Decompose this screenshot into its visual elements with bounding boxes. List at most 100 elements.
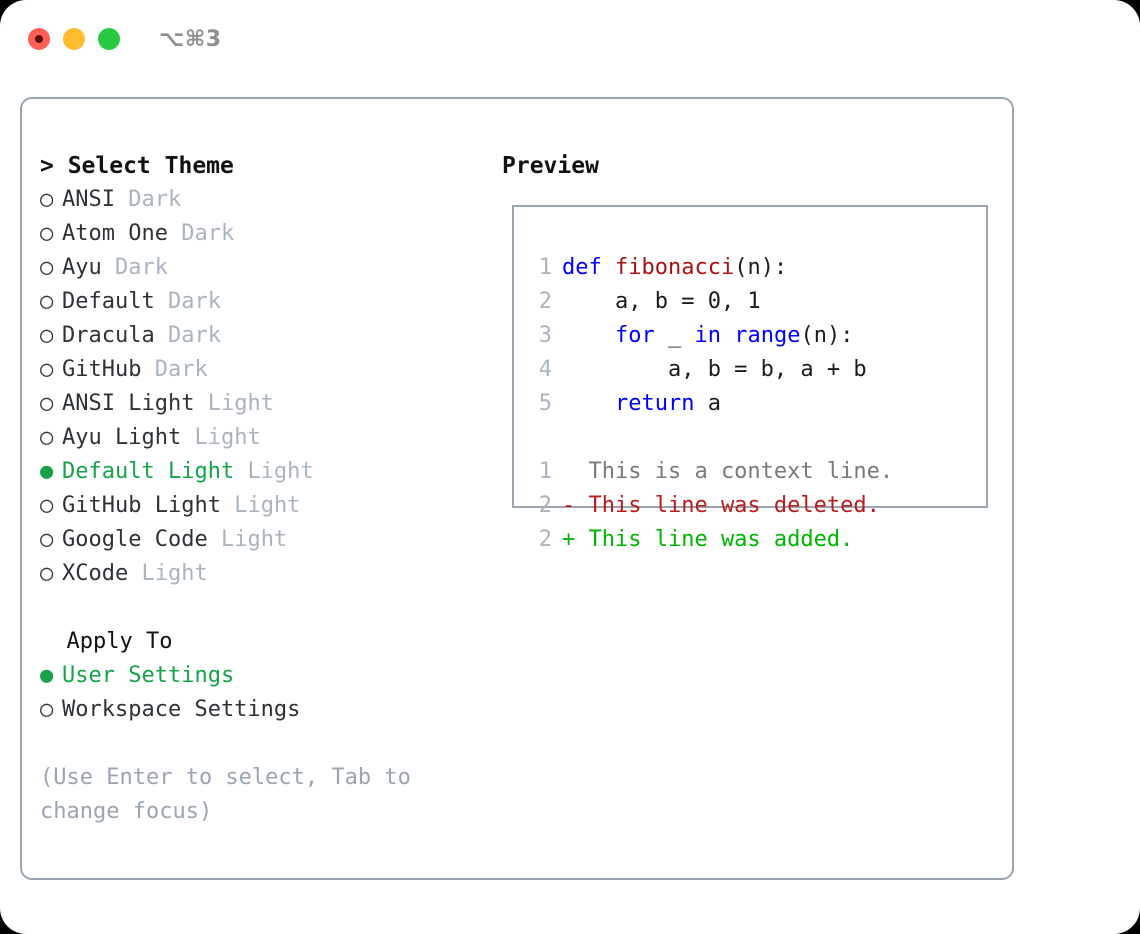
title-bar: ⌥⌘3	[0, 0, 1140, 78]
theme-option-ayu-light[interactable]: ○ Ayu Light Light	[40, 421, 490, 455]
code-token	[721, 323, 734, 348]
radio-unselected-icon: ○	[40, 425, 54, 450]
code-line: 2 a, b = 0, 1	[526, 285, 893, 319]
apply-to-heading: Apply To	[40, 629, 173, 654]
theme-option-dracula[interactable]: ○ Dracula Dark	[40, 319, 490, 353]
window-controls	[28, 28, 120, 50]
radio-unselected-icon: ○	[40, 561, 54, 586]
theme-mode-badge: Dark	[167, 323, 221, 348]
line-number: 3	[538, 323, 552, 348]
theme-mode-badge: Light	[234, 493, 301, 518]
radio-unselected-icon: ○	[40, 391, 54, 416]
theme-option-default[interactable]: ○Default Dark	[40, 285, 490, 319]
preview-heading: Preview	[502, 153, 599, 179]
theme-mode-badge: Light	[207, 391, 274, 416]
theme-name: Default	[62, 289, 155, 314]
minimize-window-button[interactable]	[63, 28, 85, 50]
code-token: def	[562, 255, 615, 280]
theme-option-default-light[interactable]: ● Default Light Light	[40, 455, 490, 489]
code-token: range	[734, 323, 801, 348]
code-token: return	[614, 391, 695, 416]
theme-name: Google Code	[62, 527, 208, 552]
close-window-button[interactable]	[28, 28, 50, 50]
diff-line: 2+ This line was added.	[526, 523, 893, 557]
theme-option-xcode[interactable]: ○ XCode Light	[40, 557, 490, 591]
theme-mode-badge: Dark	[181, 221, 235, 246]
theme-option-ansi[interactable]: ○ ANSI Dark	[40, 183, 490, 217]
line-number: 1	[538, 255, 552, 280]
theme-name: XCode	[62, 561, 129, 586]
diff-line: 1 This is a context line.	[526, 455, 893, 489]
theme-mode-badge: Light	[247, 459, 314, 484]
radio-unselected-icon: ○	[40, 323, 54, 348]
theme-option-github[interactable]: ○ GitHub Dark	[40, 353, 490, 387]
theme-mode-badge: Light	[220, 527, 288, 552]
line-number: 4	[538, 357, 552, 382]
apply-to-label: User Settings	[62, 663, 235, 688]
apply-to-list[interactable]: ● User Settings ○ Workspace Settings	[40, 659, 490, 727]
theme-option-atom-one[interactable]: ○Atom One Dark	[40, 217, 490, 251]
code-line: 4 a, b = b, a + b	[526, 353, 893, 387]
theme-mode-badge: Dark	[115, 255, 168, 280]
radio-unselected-icon: ○	[40, 187, 54, 212]
code-line: 1 def fibonacci(n):	[526, 251, 893, 285]
code-token: a, b = 0, 1	[562, 289, 761, 314]
select-theme-heading: > Select Theme	[40, 153, 234, 179]
theme-mode-badge: Light	[194, 425, 261, 450]
theme-name: GitHub	[62, 357, 142, 382]
theme-name: Atom One	[62, 221, 168, 246]
code-token	[562, 323, 615, 348]
keyboard-shortcut-label: ⌥⌘3	[159, 26, 222, 52]
radio-unselected-icon: ○	[40, 527, 54, 552]
radio-unselected-icon: ○	[40, 289, 54, 314]
code-token: a, b = b, a + b	[562, 357, 867, 382]
code-token: (n):	[800, 323, 854, 348]
line-number: 5	[538, 391, 552, 416]
theme-name: Ayu Light	[62, 425, 182, 450]
theme-option-github-light[interactable]: ○ GitHub Light Light	[40, 489, 490, 523]
diff-text: This is a context line.	[562, 459, 894, 484]
apply-to-label: Workspace Settings	[62, 697, 301, 722]
code-line: 5 return a	[526, 387, 893, 421]
theme-mode-badge: Dark	[154, 357, 208, 382]
code-token: fibonacci	[614, 255, 735, 280]
line-number: 2	[538, 527, 552, 552]
apply-to-option-user-settings[interactable]: ● User Settings	[40, 659, 490, 693]
theme-name: Default Light	[62, 459, 235, 484]
radio-unselected-icon: ○	[40, 493, 54, 518]
radio-unselected-icon: ○	[40, 697, 54, 722]
theme-name: ANSI Light	[62, 391, 195, 416]
code-token: in	[694, 323, 721, 348]
code-line: 3 for _ in range(n):	[526, 319, 893, 353]
radio-selected-icon: ●	[40, 663, 54, 688]
theme-name: Dracula	[62, 323, 155, 348]
theme-mode-badge: Dark	[128, 187, 182, 212]
theme-option-ansi-light[interactable]: ○ ANSI Light Light	[40, 387, 490, 421]
theme-option-google-code[interactable]: ○ Google Code Light	[40, 523, 490, 557]
line-number: 1	[538, 459, 552, 484]
code-token: for	[614, 323, 655, 348]
theme-selection-column: > Select Theme ○ANSI Dark○Atom One Dark○…	[40, 149, 490, 829]
code-token	[562, 391, 615, 416]
line-number: 2	[538, 289, 552, 314]
radio-selected-icon: ●	[40, 459, 54, 484]
radio-unselected-icon: ○	[40, 357, 54, 382]
code-token: (n):	[734, 255, 788, 280]
theme-list[interactable]: ○ANSI Dark○Atom One Dark○Ayu Dark○Defaul…	[40, 183, 490, 591]
theme-option-ayu[interactable]: ○Ayu Dark	[40, 251, 490, 285]
theme-picker-panel: > Select Theme ○ANSI Dark○Atom One Dark○…	[20, 97, 1014, 880]
theme-name: GitHub Light	[62, 493, 221, 518]
theme-mode-badge: Light	[141, 561, 208, 586]
keyboard-hint-text: (Use Enter to select, Tab to change focu…	[40, 765, 425, 824]
line-number: 2	[538, 493, 552, 518]
diff-line: 2 - This line was deleted.	[526, 489, 893, 523]
theme-name: Ayu	[62, 255, 102, 280]
apply-to-option-workspace-settings[interactable]: ○ Workspace Settings	[40, 693, 490, 727]
maximize-window-button[interactable]	[98, 28, 120, 50]
diff-text: - This line was deleted.	[562, 493, 880, 518]
theme-name: ANSI	[62, 187, 115, 212]
